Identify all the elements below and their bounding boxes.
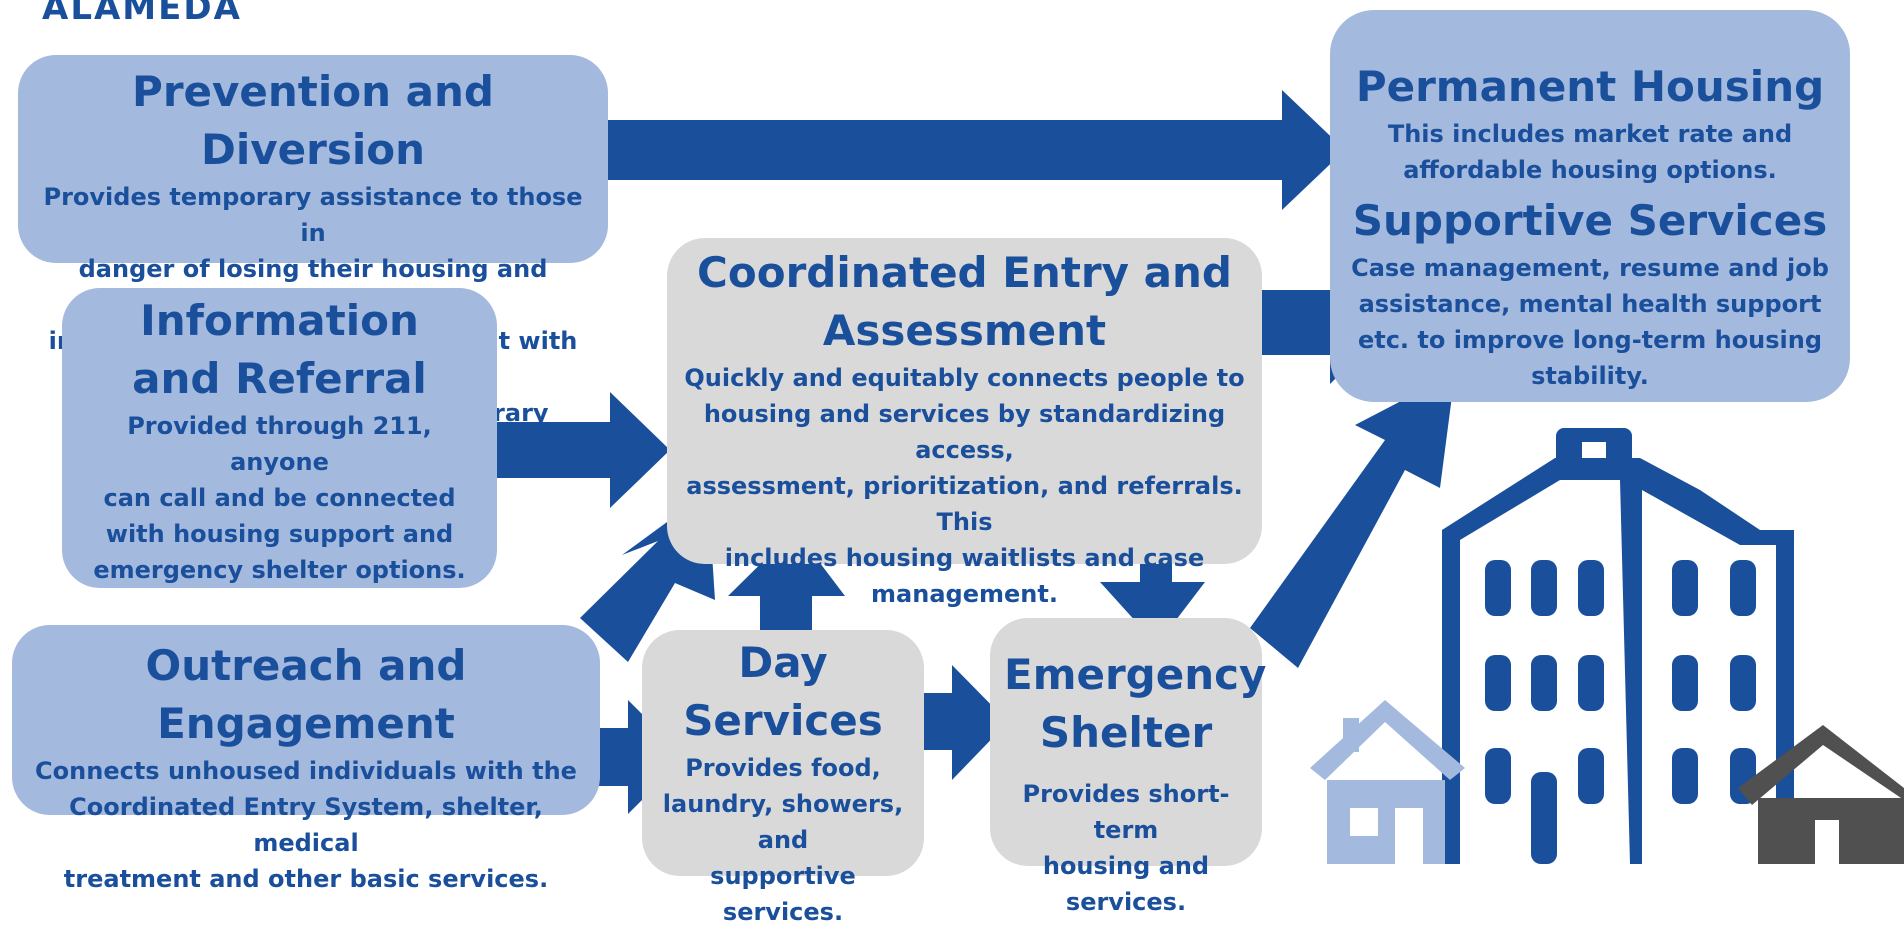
small-house-dark-icon — [1738, 725, 1904, 864]
information-title-line: Information — [140, 296, 419, 345]
apartment-building-icon — [1442, 428, 1794, 864]
shelter-desc-line: housing and services. — [1042, 852, 1210, 916]
illustration-layer — [497, 90, 1904, 864]
coordinated-desc-line: Quickly and equitably connects people to — [684, 364, 1245, 392]
outreach-desc-line: treatment and other basic services. — [63, 865, 549, 893]
day-title-line: Services — [683, 696, 883, 745]
permanent-title: Permanent Housing — [1355, 62, 1825, 111]
information-referral-box: Information and Referral Provided throug… — [62, 288, 497, 588]
shelter-desc-line: Provides short-term — [1022, 780, 1230, 844]
arrow-shelter-to-permanent — [1250, 373, 1455, 668]
day-desc-line: supportive services. — [710, 862, 856, 926]
information-desc-line: can call and be connected — [103, 484, 456, 512]
information-desc-line: with housing support and — [105, 520, 454, 548]
coordinated-desc-line: housing and services by standardizing ac… — [703, 400, 1226, 464]
coordinated-desc-line: management. — [871, 580, 1058, 608]
logo-wordmark: ALAMEDA — [42, 0, 242, 28]
supportive-title: Supportive Services — [1352, 196, 1828, 245]
information-desc-line: Provided through 211, anyone — [127, 412, 432, 476]
prevention-diversion-box: Prevention and Diversion Provides tempor… — [18, 55, 608, 463]
arrow-coordinated-to-shelter — [1100, 532, 1205, 645]
permanent-desc-line: affordable housing options. — [1403, 156, 1777, 184]
small-house-light-icon — [1310, 700, 1465, 864]
permanent-housing-box: Permanent Housing This includes market r… — [1330, 10, 1850, 402]
outreach-desc-line: Coordinated Entry System, shelter, medic… — [69, 793, 543, 857]
outreach-desc-line: Connects unhoused individuals with the — [35, 757, 577, 785]
supportive-desc-line: Case management, resume and job — [1351, 254, 1829, 282]
supportive-desc-line: stability. — [1531, 362, 1649, 390]
outreach-engagement-box: Outreach and Engagement Connects unhouse… — [12, 625, 600, 893]
day-desc-line: laundry, showers, and — [662, 790, 904, 854]
day-services-box: Day Services Provides food, laundry, sho… — [642, 630, 924, 926]
coordinated-desc-line: assessment, prioritization, and referral… — [686, 472, 1243, 536]
coordinated-title-line: Assessment — [822, 306, 1107, 355]
coordinated-entry-box: Coordinated Entry and Assessment Quickly… — [667, 238, 1262, 608]
prevention-title: Prevention and Diversion — [132, 67, 494, 174]
day-title-line: Day — [738, 638, 828, 687]
arrow-outreach-to-day — [578, 700, 685, 814]
prevention-desc-line: Provides temporary assistance to those i… — [43, 183, 583, 247]
information-title-line: and Referral — [132, 354, 427, 403]
arrow-prevention-to-permanent — [595, 90, 1345, 210]
day-desc-line: Provides food, — [685, 754, 881, 782]
arrow-information-to-coordinated — [497, 392, 670, 508]
emergency-shelter-box: Emergency Shelter Provides short-term ho… — [990, 618, 1267, 916]
supportive-desc-line: etc. to improve long-term housing — [1357, 326, 1823, 354]
information-desc-line: emergency shelter options. — [93, 556, 466, 584]
coordinated-desc-line: includes housing waitlists and case — [724, 544, 1205, 572]
supportive-desc-line: assistance, mental health support — [1358, 290, 1822, 318]
shelter-title-line: Emergency — [1004, 650, 1267, 699]
outreach-title: Outreach and Engagement — [145, 641, 467, 748]
permanent-desc-line: This includes market rate and — [1387, 120, 1793, 148]
coordinated-title-line: Coordinated Entry and — [697, 248, 1232, 297]
shelter-title-line: Shelter — [1039, 708, 1213, 757]
